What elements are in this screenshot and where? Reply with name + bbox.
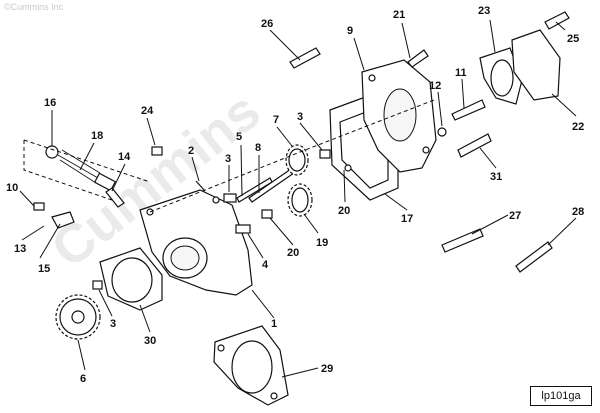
callout-13: 13: [14, 243, 26, 255]
callout-3-upper: 3: [297, 111, 303, 123]
callout-21: 21: [393, 9, 405, 21]
callout-1: 1: [271, 318, 277, 330]
callout-29: 29: [321, 363, 333, 375]
callout-25: 25: [567, 33, 579, 45]
callout-28: 28: [572, 206, 584, 218]
callout-9: 9: [347, 25, 353, 37]
part-washer-15: [51, 211, 75, 229]
callout-20-upper: 20: [338, 205, 350, 217]
callout-5: 5: [236, 131, 242, 143]
callout-8: 8: [255, 142, 261, 154]
callout-11: 11: [455, 67, 467, 79]
callout-2: 2: [188, 145, 194, 157]
callout-31: 31: [490, 171, 502, 183]
callout-14: 14: [118, 151, 131, 163]
part-plug-24: [151, 146, 163, 156]
part-relief-valve-assembly: [33, 145, 125, 229]
callout-26: 26: [261, 18, 273, 30]
callout-19: 19: [316, 237, 328, 249]
callout-3-key: 3: [110, 318, 116, 330]
part-pump-cover: [361, 59, 437, 173]
callout-labels: 1 2 3 3 3 4 5 6 7 8 9 10 11 12 13 14 15 …: [6, 5, 584, 385]
callout-10: 10: [6, 182, 18, 194]
callout-4: 4: [262, 259, 269, 271]
part-bolt-27: [441, 228, 484, 253]
part-pump-gears: [285, 144, 313, 217]
callout-7: 7: [273, 114, 279, 126]
callout-23: 23: [478, 5, 490, 17]
part-pump-housing: [139, 189, 253, 296]
callout-22: 22: [572, 121, 584, 133]
leader-lines: [19, 19, 577, 378]
callout-12: 12: [429, 80, 441, 92]
callout-24: 24: [141, 105, 154, 117]
part-bolt-26: [289, 47, 321, 69]
part-bolt-28: [515, 241, 553, 273]
callout-30: 30: [144, 335, 156, 347]
callout-27: 27: [509, 210, 521, 222]
part-cover-bolts: [407, 49, 492, 158]
part-drive-gear: [55, 294, 101, 340]
part-key-small: [92, 280, 103, 290]
copyright-watermark: ©Cummins Inc: [4, 2, 64, 12]
callout-6: 6: [80, 373, 86, 385]
part-shafts: [223, 149, 331, 234]
callout-15: 15: [38, 263, 50, 275]
part-gasket-ring: [99, 247, 163, 311]
callout-20-lower: 20: [287, 247, 299, 259]
part-rear-plate: [479, 11, 570, 105]
figure-id-label: lp101ga: [530, 386, 592, 406]
part-plug-10: [33, 202, 45, 211]
part-gasket-plate-bottom: [213, 325, 289, 406]
callout-16: 16: [44, 97, 56, 109]
callout-18: 18: [91, 130, 103, 142]
part-pin-2: [195, 180, 206, 192]
callout-3-shaft: 3: [225, 153, 231, 165]
callout-17: 17: [401, 213, 413, 225]
